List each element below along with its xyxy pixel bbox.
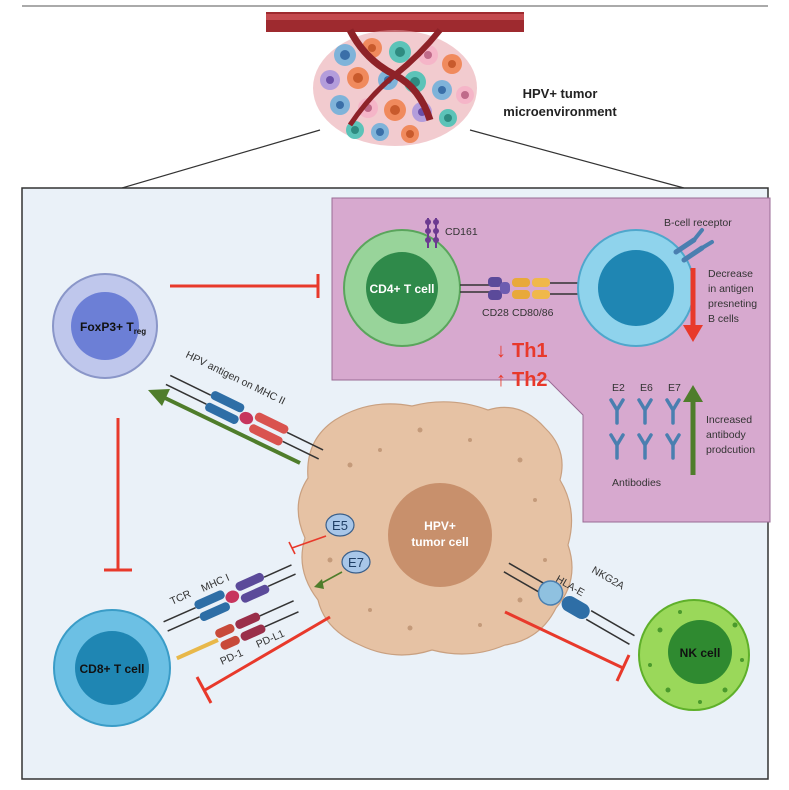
e7-protein: E7 (341, 550, 371, 574)
cd80-86-label: CD80/86 (512, 307, 554, 319)
e7-label: E7 (348, 555, 364, 570)
cd8-t-cell: CD8+ T cell (53, 609, 171, 727)
bcr-label: B-cell receptor (664, 217, 732, 229)
decrease-text-2: in antigen (708, 283, 754, 295)
antibody-e7-label: E7 (668, 382, 681, 394)
tumor-inhibits-nk (504, 610, 631, 682)
decrease-arrow (683, 268, 703, 342)
zoom-line-left (121, 129, 321, 189)
pd1-pdl1-complex (176, 600, 299, 661)
cd28-cd80-complex: CD28 CD80/86 (460, 277, 582, 319)
treg-inhibits-cd4 (170, 274, 320, 298)
cd8-label: CD8+ T cell (79, 662, 144, 676)
nk-label: NK cell (680, 646, 721, 660)
tumor-label-1: HPV+ (424, 519, 456, 533)
e5-label: E5 (332, 518, 348, 533)
header-title-line1: HPV+ tumor (523, 86, 598, 101)
b-cell-receptor: B-cell receptor (664, 217, 732, 263)
cd161-label: CD161 (445, 226, 478, 238)
e7-activates-pdl1 (314, 571, 343, 589)
decrease-text-3: presneting (708, 298, 757, 310)
antibody-e2-label: E2 (612, 382, 625, 394)
tumor-activates-treg-arrow (148, 389, 301, 465)
tumor-tissue-illustration (266, 12, 524, 146)
decrease-text-4: B cells (708, 313, 739, 325)
increase-text-2: antibody (706, 429, 746, 441)
tcr-mhc1-complex (163, 564, 296, 632)
header-title-line2: microenvironment (503, 104, 617, 119)
increase-text-1: Increased (706, 414, 752, 426)
tumor-inhibits-cd8 (195, 615, 331, 704)
b-cell (577, 229, 695, 347)
cd4-t-cell: CD4+ T cell (343, 229, 461, 347)
treg-label: FoxP3+ Treg (80, 320, 146, 336)
treg-inhibits-cd8 (104, 418, 132, 572)
antibodies-group (609, 398, 681, 460)
nk-cell: NK cell (638, 599, 750, 711)
increase-arrow (683, 385, 703, 475)
cd28-label: CD28 (482, 307, 509, 319)
tumor-label-2: tumor cell (411, 535, 468, 549)
mhc2-tcr-complex (165, 374, 324, 460)
antibody-e6-label: E6 (640, 382, 653, 394)
zoom-line-right (469, 129, 685, 189)
th2-up-arrow: ↑ (496, 369, 506, 391)
cd4-t-cell-label: CD4+ T cell (369, 282, 434, 296)
hpv-tumor-cell: HPV+ tumor cell (297, 401, 573, 656)
treg-cell: FoxP3+ Treg (52, 273, 158, 379)
increase-text-3: prodcution (706, 444, 755, 456)
hlae-nkg2a-complex (503, 562, 635, 645)
antibodies-label: Antibodies (612, 477, 661, 489)
th1-label: Th1 (512, 340, 548, 362)
decrease-text-1: Decrease (708, 268, 753, 280)
cd161-receptor: CD161 (425, 218, 478, 248)
e5-inhibits-mhc1 (288, 535, 327, 555)
th1-down-arrow: ↓ (496, 340, 506, 362)
th2-label: Th2 (512, 369, 548, 391)
e5-protein: E5 (325, 513, 355, 537)
